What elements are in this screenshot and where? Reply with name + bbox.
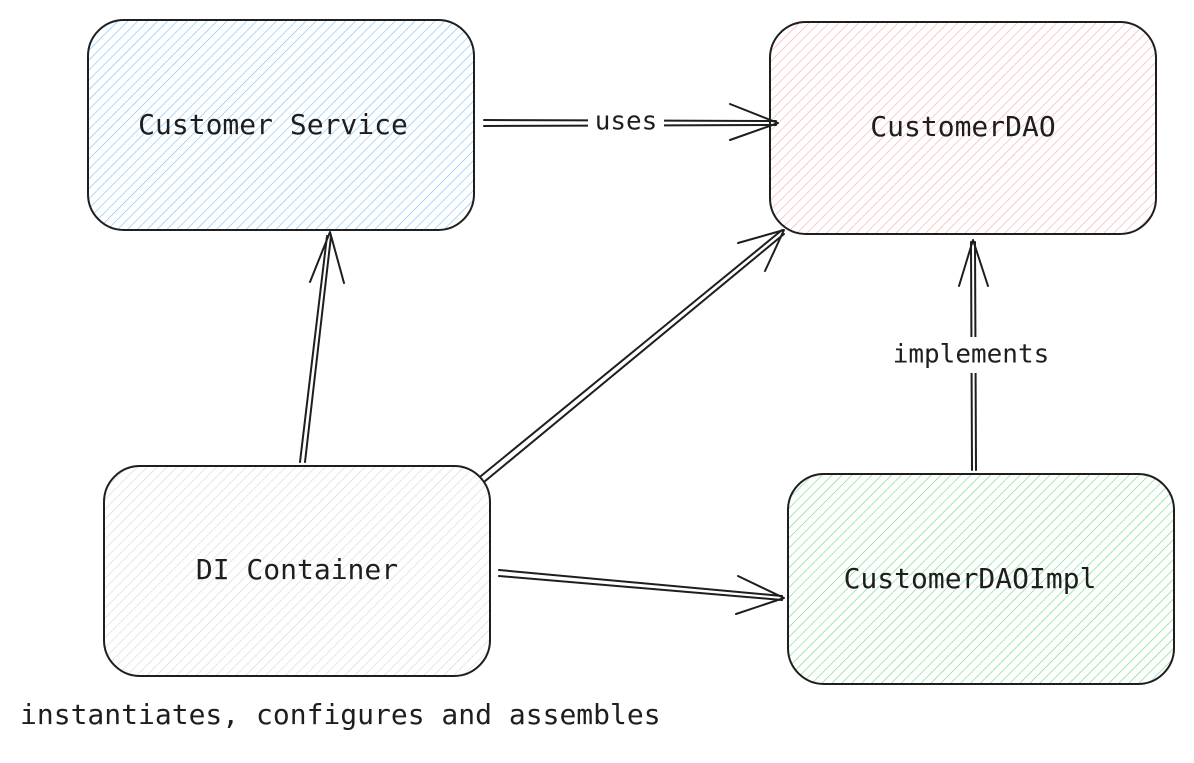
edge-container-to-dao-line [480,229,785,483]
edge-implements-arrowhead [958,239,989,287]
edge-container-to-impl-arrowhead [735,575,785,615]
node-customer-dao-label: CustomerDAO [870,110,1055,143]
edge-container-to-service-line [299,235,332,463]
node-customer-dao-impl-label: CustomerDAOImpl [844,562,1097,595]
edge-container-to-dao-arrowhead [737,229,785,272]
edge-container-to-service[interactable] [299,231,345,463]
node-customer-service-label: Customer Service [138,108,408,141]
edge-uses-arrowhead [729,103,779,141]
node-customer-dao-box [769,21,1157,235]
node-customer-service[interactable]: Customer Service [87,19,475,231]
edge-container-to-dao[interactable] [480,229,785,483]
edge-container-to-impl-line [498,569,783,601]
edge-uses-label: uses [595,107,658,137]
edge-implements-label: implements [893,340,1050,370]
footnote-caption: instantiates, configures and assembles [20,698,661,731]
node-di-container-box [103,465,491,677]
edge-implements-label-bg [890,337,1054,373]
edge-uses-label-bg [588,106,664,138]
edge-container-to-impl[interactable] [498,569,785,615]
node-di-container[interactable]: DI Container [103,465,491,677]
node-customer-service-box [87,19,475,231]
edge-container-to-service-arrowhead [309,231,345,284]
node-customer-dao-impl-box [787,473,1175,685]
node-di-container-label: DI Container [196,553,398,586]
edge-implements[interactable]: implements [890,239,1054,471]
node-customer-dao[interactable]: CustomerDAO [769,21,1157,235]
node-customer-dao-impl[interactable]: CustomerDAOImpl [787,473,1175,685]
edge-uses[interactable]: uses [483,103,779,141]
